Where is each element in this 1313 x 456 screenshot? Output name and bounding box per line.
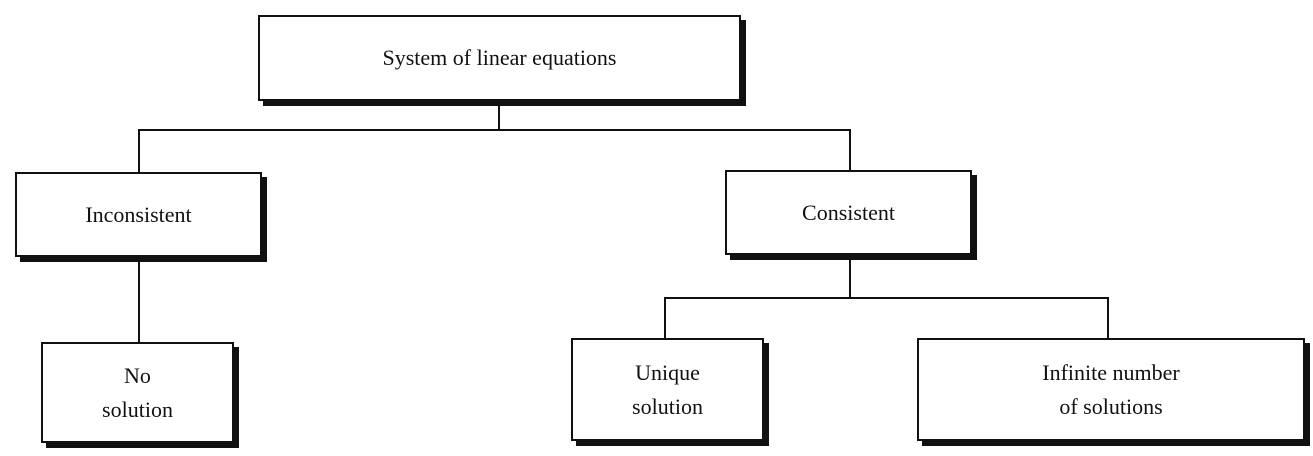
node-label-line-2: solution — [632, 393, 703, 419]
node-infinite-number-of-solutions: Infinite number of solutions — [917, 338, 1305, 441]
node-consistent: Consistent — [725, 170, 972, 255]
node-unique-solution: Unique solution — [571, 338, 764, 441]
node-label: System of linear equations — [382, 45, 617, 70]
node-label-line-2: solution — [102, 396, 173, 422]
connector-to-infinite-solutions — [1107, 297, 1109, 338]
connector-to-inconsistent — [138, 129, 140, 172]
connector-root-branch — [138, 129, 851, 131]
node-no-solution: No solution — [41, 342, 234, 443]
connector-to-unique-solution — [664, 297, 666, 338]
node-label-line-2: of solutions — [1059, 393, 1163, 419]
connector-consistent-branch — [664, 297, 1109, 299]
node-label-line-1: Unique — [635, 359, 700, 385]
connector-root-down — [498, 100, 500, 130]
connector-to-consistent — [849, 129, 851, 170]
connector-to-no-solution — [138, 256, 140, 342]
node-inconsistent: Inconsistent — [15, 172, 262, 257]
node-system-of-linear-equations: System of linear equations — [258, 15, 741, 101]
connector-consistent-down — [849, 254, 851, 298]
node-label-line-1: No — [124, 362, 151, 388]
node-label: Inconsistent — [85, 201, 192, 227]
node-label-line-1: Infinite number — [1042, 359, 1180, 385]
node-label: Consistent — [802, 199, 895, 225]
